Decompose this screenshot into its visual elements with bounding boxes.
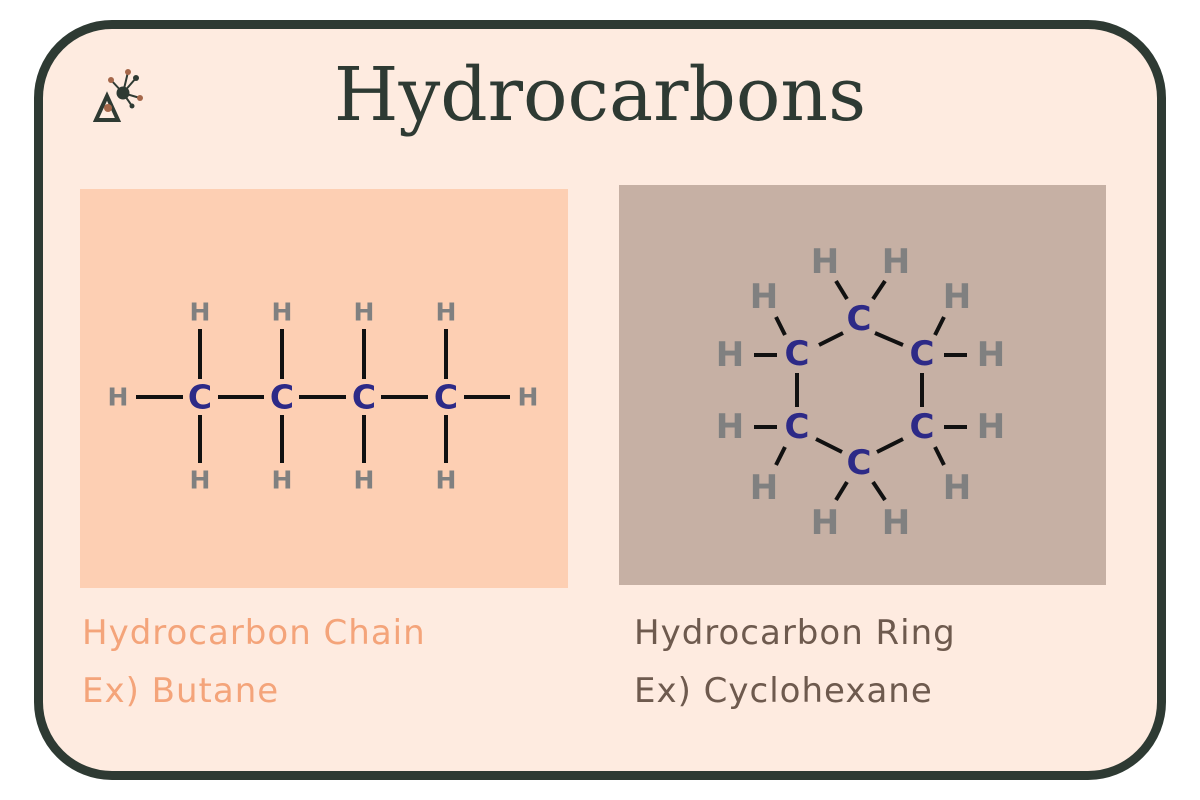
chain-caption: Hydrocarbon Chain Ex) Butane xyxy=(82,604,426,720)
chain-hydrogen: H xyxy=(190,298,211,327)
bond-c5-h xyxy=(834,480,849,502)
ring-hydrogen: H xyxy=(716,335,744,375)
ring-hydrogen: H xyxy=(943,468,971,508)
chain-hydrogen: H xyxy=(518,383,539,412)
molecule-logo-icon xyxy=(92,69,143,122)
bond-c4-h xyxy=(933,446,946,466)
ring-hydrogen: H xyxy=(882,242,910,282)
bond-c1-c3 xyxy=(874,331,904,347)
chain-caption-example: Ex) Butane xyxy=(82,671,280,711)
ring-hydrogen: H xyxy=(882,503,910,543)
ring-carbon-3: C xyxy=(910,334,935,374)
bond-c1-h xyxy=(871,279,887,301)
ring-carbon-5: C xyxy=(847,443,872,483)
page-title: Hydrocarbons xyxy=(333,52,867,138)
ring-hydrogen: H xyxy=(750,277,778,317)
ring-hydrogen: H xyxy=(811,503,839,543)
ring-caption-example: Ex) Cyclohexane xyxy=(634,671,933,711)
chain-hydrogen: H xyxy=(108,383,129,412)
ring-hydrogen: H xyxy=(811,242,839,282)
ring-caption-title: Hydrocarbon Ring xyxy=(634,613,956,653)
ring-hydrogen: H xyxy=(750,468,778,508)
chain-hydrogen: H xyxy=(272,298,293,327)
bond-c6-h xyxy=(774,446,787,466)
chain-hydrogen: H xyxy=(354,466,375,495)
butane-structure: C C C C H H H H H H H H H H xyxy=(108,298,539,495)
chain-caption-title: Hydrocarbon Chain xyxy=(82,613,426,653)
bond-c2-h xyxy=(774,316,787,336)
bond-c5-c6 xyxy=(815,437,843,454)
chain-hydrogen: H xyxy=(436,298,457,327)
chain-carbon-3: C xyxy=(352,378,376,417)
cyclohexane-structure: C C C C C C H H H H H H H H H H H H xyxy=(716,242,1005,543)
ring-caption: Hydrocarbon Ring Ex) Cyclohexane xyxy=(634,604,956,720)
bond-c3-h xyxy=(933,316,946,336)
chain-hydrogen: H xyxy=(354,298,375,327)
chain-carbon-4: C xyxy=(434,378,458,417)
ring-hydrogen: H xyxy=(716,407,744,447)
chain-panel: C C C C H H H H H H H H H H xyxy=(80,189,568,588)
bond-c5-h xyxy=(871,480,887,502)
chain-hydrogen: H xyxy=(436,466,457,495)
ring-carbon-2: C xyxy=(785,334,810,374)
ring-panel: C C C C C C H H H H H H H H H H H H xyxy=(619,185,1106,585)
chain-carbon-1: C xyxy=(188,378,212,417)
ring-hydrogen: H xyxy=(977,335,1005,375)
bond-c1-c2 xyxy=(818,331,844,347)
chain-bonds xyxy=(136,329,510,463)
ring-bonds xyxy=(754,279,967,502)
ring-carbon-1: C xyxy=(847,299,872,339)
ring-carbon-4: C xyxy=(910,407,935,447)
bond-c1-h xyxy=(834,279,849,301)
chain-carbon-2: C xyxy=(270,378,294,417)
chain-hydrogen: H xyxy=(272,466,293,495)
ring-carbon-6: C xyxy=(785,407,810,447)
ring-hydrogen: H xyxy=(943,277,971,317)
ring-hydrogen: H xyxy=(977,407,1005,447)
bond-c4-c5 xyxy=(876,437,904,454)
chain-hydrogen: H xyxy=(190,466,211,495)
